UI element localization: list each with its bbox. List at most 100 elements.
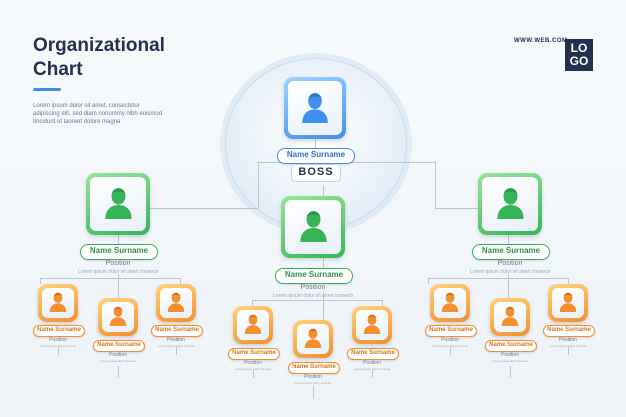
person-avatar-icon (107, 304, 129, 331)
description-text: Lorem ipsum dolor sit amet (431, 344, 469, 348)
manager-node-1[interactable] (86, 173, 150, 235)
description-text: Lorem ipsum dolor sit amet (39, 344, 77, 348)
name-label: Name Surname (33, 325, 85, 337)
description-text: Lorem ipsum dolor sit amet (549, 344, 587, 348)
staff-node-9[interactable] (548, 284, 588, 322)
description-text: Lorem ipsum dolor sit amet consectetur (78, 269, 158, 275)
connector-line (428, 278, 429, 284)
position-label: Position (105, 260, 131, 267)
connector-line (435, 208, 508, 209)
name-label: Name Surname (347, 348, 399, 360)
position-label: Position (304, 374, 322, 380)
person-avatar-icon (361, 312, 383, 339)
name-label: Name Surname (151, 325, 203, 337)
connector-line (382, 300, 383, 306)
name-label: Name Surname (485, 340, 537, 352)
connector-line (176, 347, 177, 355)
person-avatar-icon (242, 312, 264, 339)
avatar-card (237, 310, 269, 340)
name-label: Name Surname (228, 348, 280, 360)
boss-node[interactable] (284, 77, 346, 139)
connector-line (315, 136, 316, 151)
description-text: Lorem ipsum dolor sit amet (491, 359, 529, 363)
position-label: Position (363, 360, 381, 366)
name-label: Name Surname (93, 340, 145, 352)
position-label: Position (49, 337, 67, 343)
position-label: Position (167, 337, 185, 343)
position-label: Position (497, 260, 523, 267)
page-title: Organizational Chart (33, 35, 165, 80)
connector-line (253, 370, 254, 378)
avatar-frame (98, 298, 138, 336)
connector-line (257, 162, 285, 163)
staff-node-2[interactable] (98, 298, 138, 336)
name-label: Name Surname (288, 362, 340, 374)
connector-line (118, 208, 258, 209)
manager-node-3[interactable] (478, 173, 542, 235)
description-text: Lorem ipsum dolor sit amet (99, 359, 137, 363)
name-label: Name Surname (472, 244, 550, 260)
person-avatar-icon (499, 304, 521, 331)
avatar-card (285, 200, 341, 254)
logo-text-bottom: GO (569, 54, 589, 68)
position-label: Position (109, 352, 127, 358)
avatar-card (494, 302, 526, 332)
person-avatar-icon (302, 326, 324, 353)
connector-line (180, 278, 181, 284)
staff-node-6[interactable] (352, 306, 392, 344)
connector-line (568, 278, 569, 284)
connector-line (435, 162, 436, 209)
connector-line (323, 186, 324, 196)
description-text: Lorem ipsum dolor sit amet (157, 344, 195, 348)
avatar-frame (430, 284, 470, 322)
logo-text-top: LO (570, 41, 588, 55)
avatar-frame (548, 284, 588, 322)
connector-line (372, 370, 373, 378)
avatar-card (482, 177, 538, 231)
connector-line (508, 274, 509, 300)
staff-node-8[interactable] (490, 298, 530, 336)
avatar-card (356, 310, 388, 340)
staff-node-7[interactable] (430, 284, 470, 322)
site-url[interactable]: WWW.WEB.COM (514, 38, 568, 44)
connector-line (252, 300, 382, 301)
connector-line (118, 230, 119, 244)
person-avatar-icon (47, 290, 69, 317)
position-label: Position (244, 360, 262, 366)
position-label: Position (559, 337, 577, 343)
avatar-frame (233, 306, 273, 344)
role-label: BOSS (291, 164, 341, 182)
connector-line (568, 347, 569, 355)
avatar-frame (284, 77, 346, 139)
avatar-card (102, 302, 134, 332)
person-avatar-icon (296, 207, 331, 247)
description-text: Lorem ipsum dolor sit amet consectetur (273, 293, 353, 299)
connector-line (258, 162, 259, 209)
avatar-card (552, 288, 584, 318)
description-text: Lorem ipsum dolor sit amet consectetur (470, 269, 550, 275)
intro-text: Lorem ipsum dolor sit amet, consectetur … (33, 103, 163, 125)
avatar-card (90, 177, 146, 231)
staff-node-1[interactable] (38, 284, 78, 322)
avatar-card (297, 324, 329, 354)
manager-node-2[interactable] (281, 196, 345, 258)
avatar-card (42, 288, 74, 318)
description-text: Lorem ipsum dolor sit amet (294, 381, 332, 385)
avatar-card (160, 288, 192, 318)
connector-line (510, 366, 511, 378)
connector-line (118, 366, 119, 378)
connector-line (252, 300, 253, 306)
avatar-frame (86, 173, 150, 235)
avatar-card (434, 288, 466, 318)
description-text: Lorem ipsum dolor sit amet (234, 367, 272, 371)
position-label: Position (501, 352, 519, 358)
avatar-frame (38, 284, 78, 322)
person-avatar-icon (101, 184, 136, 224)
staff-node-4[interactable] (233, 306, 273, 344)
staff-node-3[interactable] (156, 284, 196, 322)
connector-line (450, 347, 451, 355)
person-avatar-icon (493, 184, 528, 224)
staff-node-5[interactable] (293, 320, 333, 358)
connector-line (508, 230, 509, 244)
logo-mark: LO GO (565, 39, 593, 71)
